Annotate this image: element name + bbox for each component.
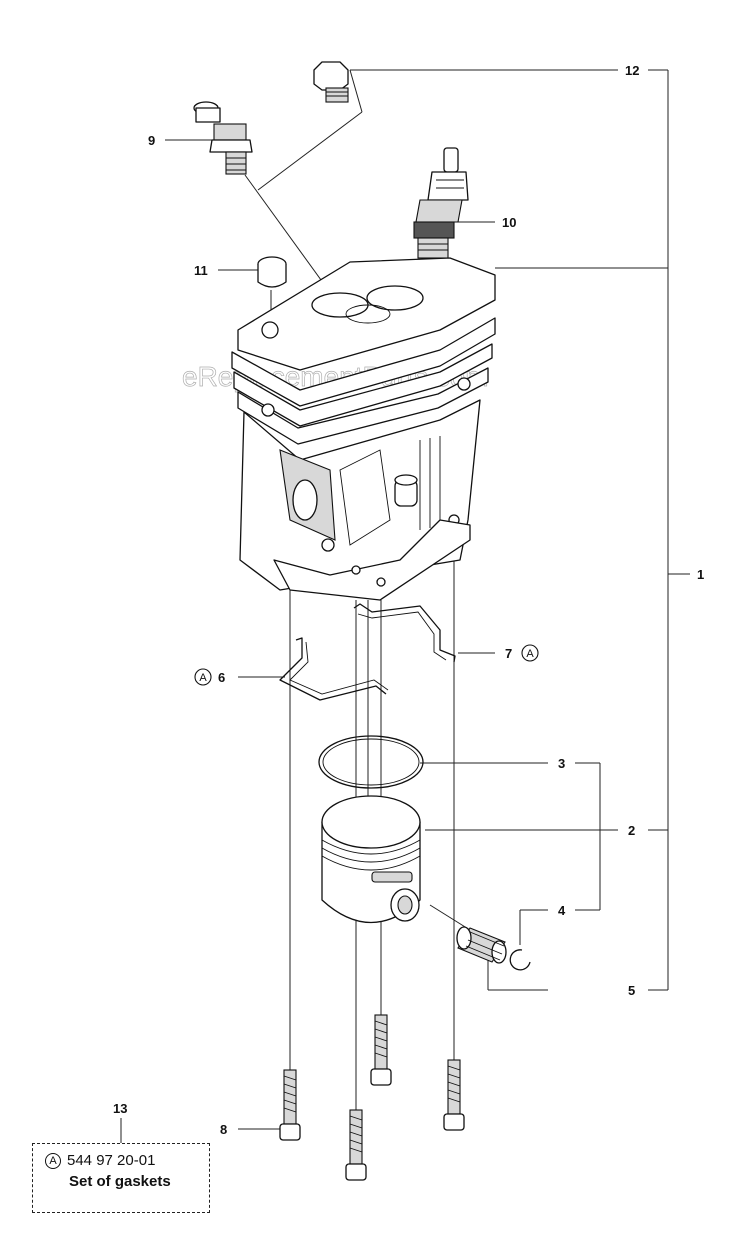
svg-text:A: A	[526, 648, 534, 660]
circlip-part-4	[509, 949, 531, 971]
marker-a-6: A	[194, 668, 212, 686]
callout-1: 1	[697, 567, 704, 582]
kit-markers: A A	[194, 644, 539, 686]
callout-3: 3	[558, 756, 565, 771]
plug-part-12	[313, 61, 349, 103]
gasket-kit-box: A 544 97 20-01 Set of gaskets	[32, 1143, 210, 1213]
callout-8: 8	[220, 1122, 227, 1137]
callout-9: 9	[148, 133, 155, 148]
cap-part-11	[257, 256, 287, 288]
callout-4: 4	[558, 903, 566, 918]
piston-part-2	[321, 795, 421, 924]
callout-labels: 12 9 10 11 1 7 6 3 2 4 5 8 13	[113, 63, 704, 1137]
kit-marker-a: A	[45, 1152, 61, 1169]
callout-13: 13	[113, 1101, 127, 1116]
callout-2: 2	[628, 823, 635, 838]
kit-part-number-row: A 544 97 20-01	[45, 1152, 209, 1169]
spark-plug-part-10	[413, 147, 469, 259]
piston-ring-part-3	[318, 735, 424, 789]
callout-5: 5	[628, 983, 635, 998]
callout-6: 6	[218, 670, 225, 685]
callout-10: 10	[502, 215, 516, 230]
callout-7: 7	[505, 646, 512, 661]
kit-part-number: 544 97 20-01	[67, 1152, 156, 1169]
leader-lines	[120, 69, 690, 1143]
kit-description: Set of gaskets	[69, 1173, 171, 1190]
bolts-part-8	[279, 1014, 465, 1181]
callout-11: 11	[194, 263, 208, 278]
marker-a-7: A	[521, 644, 539, 662]
callout-12: 12	[625, 63, 639, 78]
gasket-part-7	[353, 603, 456, 663]
cylinder-part-1	[231, 257, 496, 601]
gasket-part-6	[279, 637, 389, 701]
valve-part-9	[193, 101, 253, 175]
needle-bearing-part-5	[456, 926, 507, 964]
svg-text:A: A	[199, 672, 207, 684]
